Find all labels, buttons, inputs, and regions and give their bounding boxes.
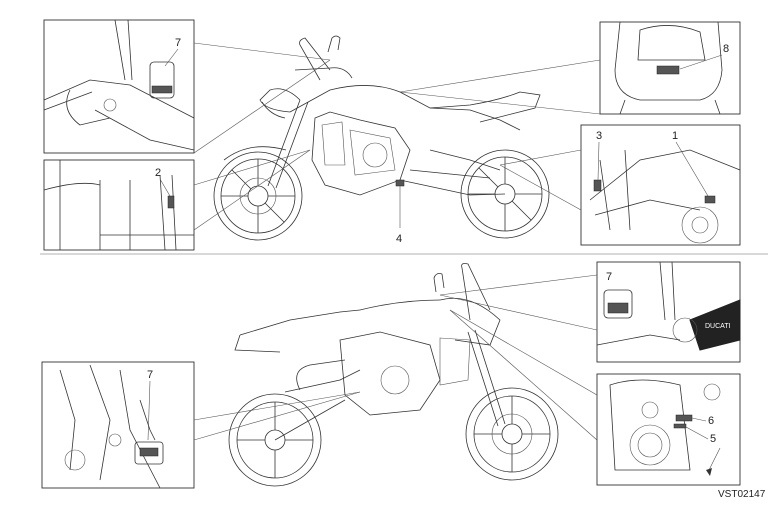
callout-4-group: 4 bbox=[395, 179, 405, 245]
motorcycle-top-view bbox=[213, 35, 550, 241]
inset-frame-left: 2 bbox=[43, 159, 195, 251]
inset-rear-frame: 3 1 bbox=[580, 124, 741, 246]
callout-6: 6 bbox=[708, 415, 714, 427]
callout-1: 1 bbox=[672, 130, 678, 142]
callout-8: 8 bbox=[723, 43, 729, 55]
callout-4: 4 bbox=[396, 233, 402, 245]
motorcycle-bottom-view bbox=[228, 263, 559, 487]
callout-5: 5 bbox=[710, 433, 716, 445]
callout-7-right: 7 bbox=[606, 271, 612, 283]
callout-7-top-left: 7 bbox=[175, 37, 181, 49]
callout-7-bottom-left: 7 bbox=[147, 369, 153, 381]
leader-lines bbox=[193, 42, 601, 441]
inset-handlebar-left: 7 bbox=[43, 19, 195, 154]
callout-2: 2 bbox=[155, 167, 161, 179]
inset-rear-brake: 7 bbox=[41, 361, 195, 489]
inset-tank-top: 8 bbox=[599, 21, 741, 115]
callout-3: 3 bbox=[596, 130, 602, 142]
inset-handlebar-right: DUCATI 7 bbox=[596, 261, 741, 363]
grip-brand-top: DUCATI bbox=[705, 323, 731, 330]
inset-tank-cap: 6 5 bbox=[596, 373, 741, 486]
figure-code: VST02147 bbox=[718, 489, 766, 500]
